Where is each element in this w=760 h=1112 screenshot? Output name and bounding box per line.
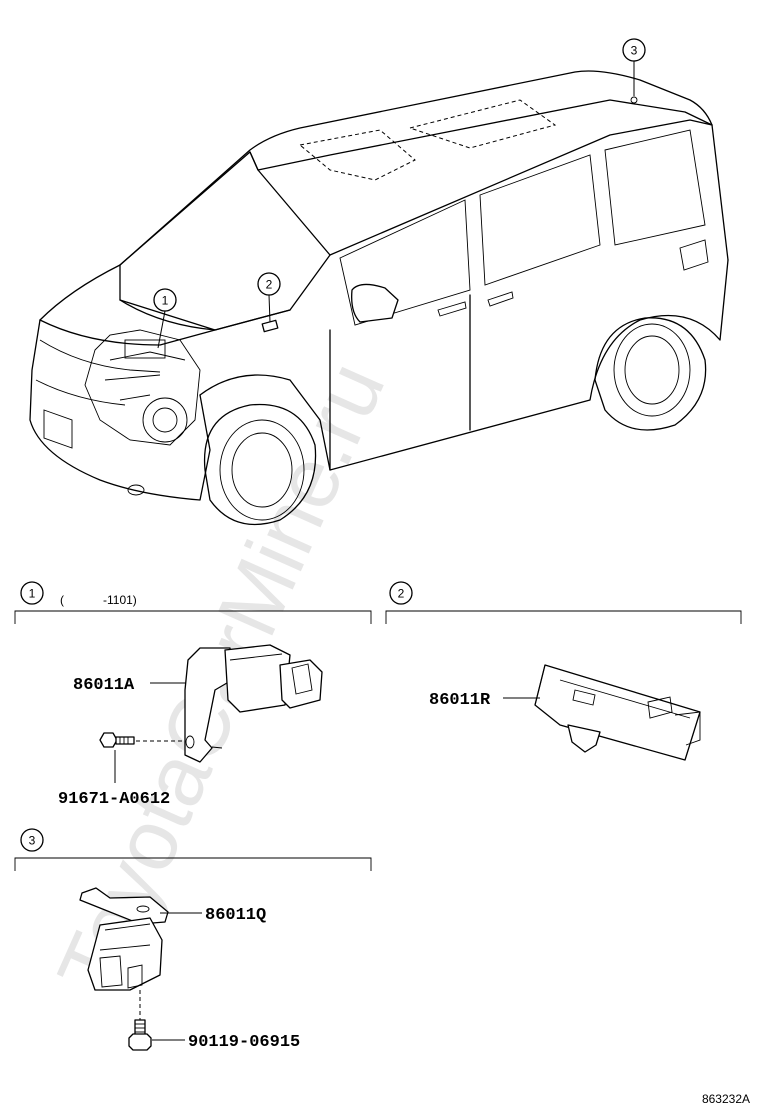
part-86011A-drawing [184, 644, 323, 763]
callout-3: 3 [622, 38, 646, 96]
section-1: 1 ( -1101) 86011A 91671-A0612 [14, 581, 372, 809]
part-number-86011A: 86011A [73, 676, 135, 695]
callout-3-label: 3 [631, 44, 638, 58]
section-1-note-open: ( [60, 593, 64, 607]
section-1-note-code: -1101) [103, 593, 137, 607]
section-2: 2 86011R [385, 581, 742, 761]
part-86011Q-drawing [79, 887, 169, 991]
part-number-86011R: 86011R [429, 691, 491, 710]
vehicle-illustration [29, 70, 729, 526]
section-1-label: 1 [29, 587, 36, 601]
section-3-label: 3 [29, 834, 36, 848]
part-number-86011Q: 86011Q [205, 906, 266, 925]
callout-2: 2 [257, 272, 281, 323]
section-3: 3 86011Q 90119-06915 [14, 828, 372, 1052]
callout-1: 1 [153, 288, 177, 349]
part-number-91671-A0612: 91671-A0612 [58, 790, 170, 809]
part-86011R-drawing [534, 664, 701, 761]
callout-1-label: 1 [162, 294, 169, 308]
section-2-label: 2 [398, 587, 405, 601]
illustration-reference: 863232A [702, 1092, 750, 1106]
part-number-90119-06915: 90119-06915 [188, 1033, 300, 1052]
bolt-91671-drawing [99, 732, 135, 748]
bolt-90119-drawing [128, 1019, 152, 1051]
callout-2-label: 2 [266, 278, 273, 292]
